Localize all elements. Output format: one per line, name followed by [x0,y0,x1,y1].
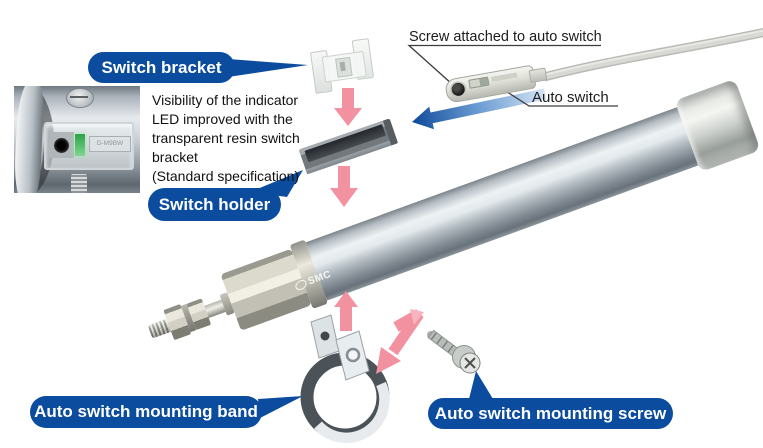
led-visibility-photo: D-M9BW [14,86,140,193]
arrow-bent-head [376,347,401,374]
assembly-arrows [330,88,424,374]
phillips-cross-icon [464,357,476,369]
photo-switch-model-label: D-M9BW [89,136,131,152]
label-auto-switch: Auto switch [532,89,609,106]
switch-molding-line [491,72,518,82]
photo-screw-hole [54,138,69,153]
note-line: Visibility of the indicator [152,92,299,108]
photo-bottom-screw-thread [71,174,87,193]
photo-top-screw [66,88,94,108]
arrow-bent-fold-highlight [410,309,424,325]
note-line: LED improved with the [152,111,293,127]
leader-auto-switch [500,87,618,107]
callout-mounting-screw: Auto switch mounting screw [428,398,673,429]
arrow-up-band-to-cylinder [334,291,358,331]
photo-green-led [75,134,85,156]
auto-switch-cable [542,28,763,82]
leader-screw-attached [407,44,601,94]
band-tab-hole [320,331,330,341]
callout-mounting-band: Auto switch mounting band [30,396,262,428]
band-tab-hole [345,347,361,363]
arrow-down-bracket-to-holder [334,88,362,126]
auto-switch-mounting-screw [427,329,481,374]
arrow-down-holder-to-cylinder [330,166,358,207]
indicator-window [468,76,490,89]
switch-bracket-part [309,38,375,94]
callout-switch-bracket: Switch bracket [88,52,235,83]
callout-switch-holder: Switch holder [148,188,281,221]
arrow-blue-switch-to-holder [412,88,547,130]
note-line: transparent resin switch [152,130,300,146]
note-led-visibility: Visibility of the indicator LED improved… [152,91,300,186]
note-line: (Standard specification) [152,168,300,184]
leader-lines [407,44,618,107]
attached-screw-head [450,81,466,97]
note-line: bracket [152,149,198,165]
label-screw-attached: Screw attached to auto switch [409,29,602,45]
bracket-pin-detail [339,61,346,72]
auto-switch-mounting-band [300,314,390,443]
photo-screw-slot [70,96,88,98]
